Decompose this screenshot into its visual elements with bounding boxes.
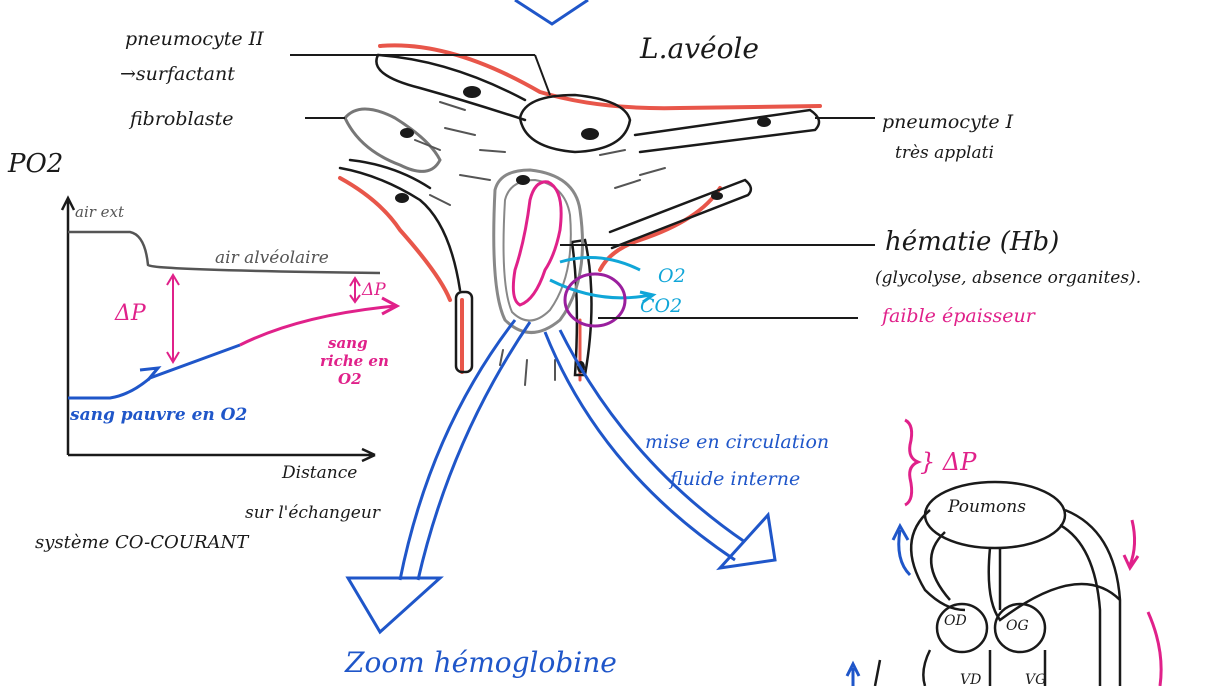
circulation-arrow-magenta-2	[1148, 612, 1161, 686]
label-o2: O2	[658, 265, 686, 287]
graph-sang-pauvre: sang pauvre en O2	[69, 405, 247, 425]
graph-delta-p-small: ΔP	[361, 280, 386, 300]
title-alveole: L.avéole	[639, 32, 759, 65]
graph-air-alveolaire: air alvéolaire	[215, 248, 329, 268]
top-chevron-icon	[515, 0, 588, 24]
label-tres-applati: très applati	[895, 143, 994, 163]
circulation-arrow-magenta	[1124, 520, 1138, 568]
graph-sang-riche-2: riche en	[320, 352, 389, 370]
label-surfactant: →surfactant	[120, 63, 235, 85]
graph-sang-riche-3: O2	[338, 370, 362, 388]
label-mise-circulation: mise en circulation	[645, 431, 829, 453]
brace-icon	[905, 420, 918, 505]
delta-p-arrow	[167, 275, 179, 362]
label-delta-p-right: } ΔP	[920, 448, 977, 476]
graph-delta-p: ΔP	[114, 301, 147, 326]
label-glycolyse: (glycolyse, absence organites).	[875, 268, 1141, 288]
leader-lines	[290, 55, 875, 318]
heart-og: OG	[1006, 618, 1029, 634]
label-co2: CO2	[640, 295, 682, 317]
heart-vd: VD	[960, 672, 981, 686]
label-hematie: hématie (Hb)	[885, 227, 1059, 257]
delta-p-small-arrow	[350, 278, 360, 302]
graph-sang-riche-1: sang	[328, 334, 368, 352]
circulation-arrow-blue	[893, 526, 910, 575]
label-pneumocyte-1: pneumocyte I	[882, 111, 1014, 133]
graph-systeme: système CO-COURANT	[35, 532, 250, 553]
graph-xlabel-2: sur l'échangeur	[245, 503, 381, 523]
graph-air-ext: air ext	[75, 203, 125, 221]
label-fibroblaste: fibroblaste	[128, 108, 234, 130]
circulation-arrow-blue-2	[847, 664, 859, 686]
heart-od: OD	[944, 613, 967, 629]
label-pneumocyte-2: pneumocyte II	[125, 28, 264, 50]
heart-poumons: Poumons	[947, 497, 1026, 517]
label-faible-epaisseur: faible épaisseur	[880, 305, 1037, 327]
label-zoom: Zoom hémoglobine	[344, 646, 617, 679]
blood-line-rich	[240, 306, 395, 345]
heart-vg: VG	[1025, 672, 1046, 686]
label-fluide-interne: fluide interne	[668, 468, 800, 490]
alveolus-wall	[340, 45, 820, 385]
graph-ylabel: PO2	[7, 149, 63, 179]
x-axis	[68, 449, 375, 461]
graph-xlabel-1: Distance	[281, 463, 357, 483]
